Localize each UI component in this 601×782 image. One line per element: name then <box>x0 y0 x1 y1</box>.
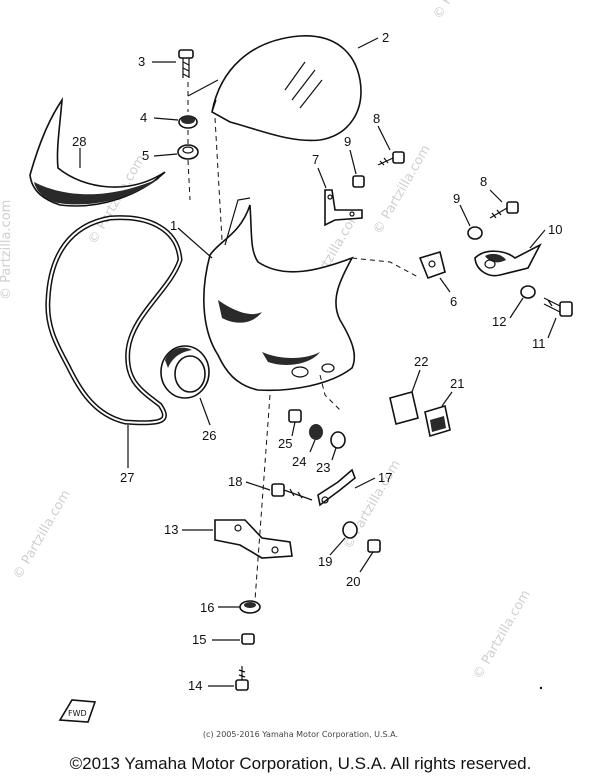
callout-15: 15 <box>192 632 206 647</box>
fwd-arrow-text: FWD <box>68 709 87 718</box>
part-20-nut <box>367 539 381 553</box>
part-27-trim-welt <box>45 215 183 426</box>
callout-2: 2 <box>382 30 389 45</box>
callout-25: 25 <box>278 436 292 451</box>
part-7-bracket <box>324 189 363 227</box>
callout-23: 23 <box>316 460 330 475</box>
part-9-nut-upper <box>352 175 365 188</box>
callout-16: 16 <box>200 600 214 615</box>
watermark: © Partzilla.com <box>0 200 14 300</box>
watermark: © Partzilla.com <box>10 488 73 582</box>
callout-14: 14 <box>188 678 202 693</box>
part-18-bolt <box>271 483 313 501</box>
callout-28: 28 <box>72 134 86 149</box>
callout-5-label: 5 <box>142 148 149 163</box>
callout-8-lower: 8 <box>480 174 487 189</box>
callout-3-label: 3 <box>138 54 145 69</box>
main-copyright: ©2013 Yamaha Motor Corporation, U.S.A. A… <box>69 754 532 773</box>
part-4-washer <box>178 115 198 129</box>
callout-17: 17 <box>378 470 392 485</box>
watermark: © Partzilla.com <box>430 0 493 22</box>
callout-11: 11 <box>532 336 546 351</box>
part-2-windscreen <box>211 35 362 142</box>
part-25-nut <box>288 409 302 423</box>
callout-20: 20 <box>346 574 360 589</box>
callout-8: 8 <box>373 111 380 126</box>
callout-18: 18 <box>228 474 242 489</box>
watermark: © Partzilla.com <box>470 588 533 682</box>
part-13-stay <box>214 519 293 559</box>
part-12-washer <box>520 285 536 299</box>
part-21-plate <box>424 404 451 438</box>
part-8-bolt-upper <box>377 151 405 166</box>
part-8-bolt-lower <box>489 201 519 219</box>
part-19-nut <box>342 521 358 539</box>
small-copyright: (c) 2005-2016 Yamaha Motor Corporation, … <box>202 730 399 739</box>
part-16-collar <box>239 600 261 614</box>
part-3-screw <box>178 49 194 78</box>
callout-12: 12 <box>492 314 506 329</box>
part-23-collar <box>330 431 346 449</box>
stray-dot <box>539 686 543 690</box>
part-24-washer <box>309 424 323 440</box>
callout-22: 22 <box>414 354 428 369</box>
part-17-bracket <box>317 468 356 507</box>
callout-9-lower: 9 <box>453 191 460 206</box>
callout-4-label: 4 <box>140 110 147 125</box>
part-26-ring <box>160 345 210 399</box>
callout-10: 10 <box>548 222 562 237</box>
part-28-decal <box>29 96 166 207</box>
callout-13: 13 <box>164 522 178 537</box>
fwd-arrow-icon: FWD <box>58 699 97 723</box>
callout-6: 6 <box>450 294 457 309</box>
part-11-bolt <box>543 297 573 317</box>
callout-27: 27 <box>120 470 134 485</box>
callout-19: 19 <box>318 554 332 569</box>
part-15-nut <box>241 633 255 645</box>
part-5-grommet <box>177 144 199 160</box>
part-10-clamp <box>474 243 542 277</box>
callout-24: 24 <box>292 454 306 469</box>
callout-7: 7 <box>312 152 319 167</box>
part-22-plate <box>389 391 419 425</box>
part-1-fairing <box>203 197 356 392</box>
callout-21: 21 <box>450 376 464 391</box>
callout-9: 9 <box>344 134 351 149</box>
part-6-bracket <box>418 250 446 280</box>
part-9-nut-lower <box>467 226 483 240</box>
callout-26: 26 <box>202 428 216 443</box>
part-14-bolt <box>235 666 249 691</box>
callout-1: 1 <box>170 218 177 233</box>
